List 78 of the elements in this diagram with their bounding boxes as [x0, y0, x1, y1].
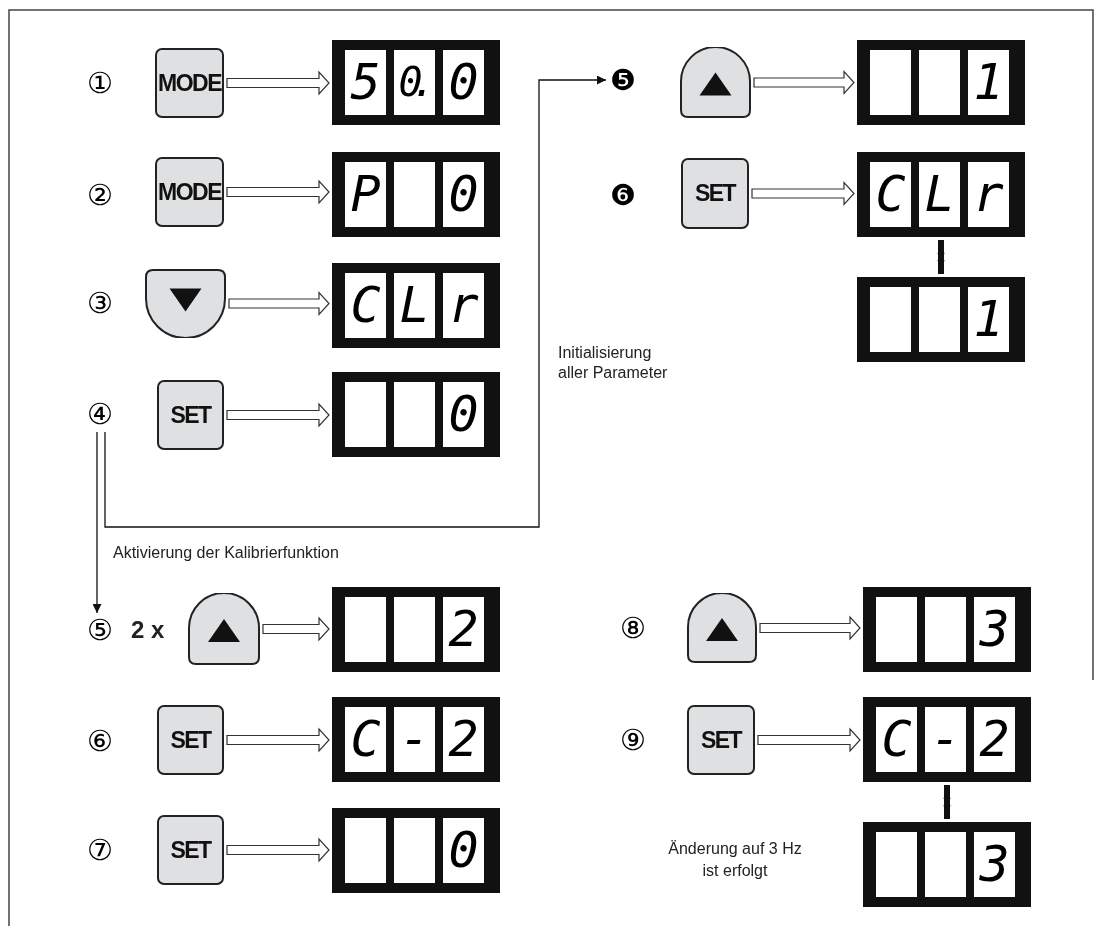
arrow-key-button: [680, 47, 751, 118]
hollow-arrow: [757, 727, 861, 753]
key-button: SET: [157, 380, 224, 450]
arrow-key-button: [188, 593, 260, 665]
step-number: ⑥: [83, 724, 117, 758]
display-digit: 0: [443, 382, 484, 447]
repeat-count: 2 x: [131, 615, 165, 645]
display-digit: 0.: [394, 50, 435, 115]
step-number: ⑦: [83, 833, 117, 867]
hollow-arrow: [262, 616, 330, 642]
seven-segment-display: [857, 40, 1025, 125]
key-button: MODE: [155, 157, 224, 227]
double-arrow: [937, 240, 945, 274]
seven-segment-display: [863, 822, 1031, 907]
display-digit: C: [870, 162, 911, 227]
step-number: ❻: [606, 178, 640, 212]
display-digit: L: [919, 162, 960, 227]
arrow-key-button: [687, 593, 757, 663]
display-digit: 1: [968, 287, 1009, 352]
key-button: MODE: [155, 48, 224, 118]
edge-label: Aktivierung der Kalibrierfunktion: [113, 543, 339, 563]
hollow-arrow: [226, 70, 330, 96]
hollow-arrow: [751, 180, 855, 207]
display-digit: 3: [974, 832, 1015, 897]
seven-segment-display: [332, 152, 500, 237]
step-number: ⑨: [616, 723, 650, 757]
arrow-key-button: [145, 269, 226, 338]
display-digit: 2: [974, 707, 1015, 772]
seven-segment-display: [332, 697, 500, 782]
display-digit: 1: [968, 50, 1009, 115]
key-button: SET: [157, 815, 224, 885]
display-digit: 0: [443, 162, 484, 227]
edge-label: Initialisierung aller Parameter: [558, 343, 669, 383]
seven-segment-display: [332, 372, 500, 457]
seven-segment-display: [332, 808, 500, 893]
display-digit: 0: [443, 818, 484, 883]
flow-arrow: [104, 75, 607, 528]
display-digit: -: [925, 707, 966, 772]
step-number: ⑤: [83, 613, 117, 647]
display-digit: r: [443, 273, 484, 338]
hollow-arrow: [226, 727, 330, 753]
seven-segment-display: [857, 277, 1025, 362]
hollow-arrow: [753, 69, 855, 96]
display-digit: 0: [443, 50, 484, 115]
step-number: ①: [83, 66, 117, 100]
display-digit: 5: [345, 50, 386, 115]
display-digit: r: [968, 162, 1009, 227]
flow-arrow: [92, 431, 102, 614]
display-digit: L: [394, 273, 435, 338]
step-number: ④: [83, 397, 117, 431]
display-digit: 3: [974, 597, 1015, 662]
key-button: SET: [681, 158, 749, 229]
hollow-arrow: [759, 615, 861, 641]
seven-segment-display: [332, 587, 500, 672]
step-number: ❺: [606, 63, 640, 97]
display-digit: 2: [443, 597, 484, 662]
note-text: Änderung auf 3 Hz ist erfolgt: [667, 839, 803, 881]
seven-segment-display: [332, 263, 500, 348]
display-digit: P: [345, 162, 386, 227]
display-digit: -: [394, 707, 435, 772]
hollow-arrow: [228, 290, 330, 317]
seven-segment-display: [863, 587, 1031, 672]
display-digit: C: [345, 707, 386, 772]
hollow-arrow: [226, 837, 330, 863]
seven-segment-display: [332, 40, 500, 125]
step-number: ③: [83, 286, 117, 320]
display-digit: C: [876, 707, 917, 772]
double-arrow: [943, 785, 951, 819]
step-number: ②: [83, 178, 117, 212]
key-button: SET: [687, 705, 755, 775]
seven-segment-display: [857, 152, 1025, 237]
hollow-arrow: [226, 179, 330, 205]
display-digit: 2: [443, 707, 484, 772]
hollow-arrow: [226, 402, 330, 428]
display-digit: C: [345, 273, 386, 338]
step-number: ⑧: [616, 611, 650, 645]
seven-segment-display: [863, 697, 1031, 782]
key-button: SET: [157, 705, 224, 775]
